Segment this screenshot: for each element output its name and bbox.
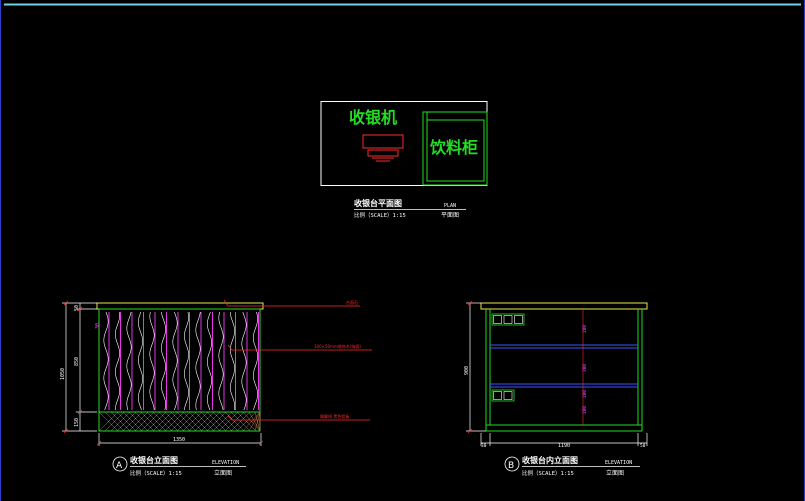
elevation-a-leaders <box>223 299 372 421</box>
note-bottom: 踢脚线 黑色铝板 <box>320 413 349 419</box>
shelf-dim-2: 300 <box>582 364 588 372</box>
wave-line <box>218 311 224 411</box>
elevation-a-title-en: ELEVATION <box>212 460 239 466</box>
elevation-b-left-dims <box>466 300 486 434</box>
plan-scale: 比例（SCALE）1:15 <box>354 211 406 219</box>
plan-view: 收银机 饮料柜 收银台平面图 PLAN 比例（SCALE）1:15 平面图 <box>320 101 488 219</box>
wave-line <box>206 311 213 411</box>
wave-line <box>172 311 178 411</box>
hatch-line <box>242 411 261 432</box>
dim-width: 1350 <box>173 437 185 443</box>
hatch-line <box>254 411 261 432</box>
hatch-line <box>248 411 261 432</box>
register-icon <box>362 134 404 162</box>
hatch-line <box>224 411 245 432</box>
hatch-line <box>206 411 227 432</box>
elevation-b-title-en: ELEVATION <box>605 460 632 466</box>
elevation-b-scale: 比例（SCALE）1:15 <box>522 469 574 477</box>
elevation-b-title: 收银台内立面图 <box>522 455 578 465</box>
wave-line <box>149 311 155 411</box>
dim-small: 30 <box>95 323 101 329</box>
hatch-line <box>104 411 125 432</box>
dim-top-height: 50 <box>74 305 80 311</box>
hatch-line <box>170 411 191 432</box>
plan-title-cn-small: 平面图 <box>441 212 459 219</box>
elevation-a-marker-circle <box>112 456 128 472</box>
elevation-a-width-dim <box>96 433 264 446</box>
wave-line <box>252 311 259 411</box>
elevation-a-wave-pattern <box>103 311 259 411</box>
hatch-line <box>200 411 221 432</box>
hatch-line <box>182 411 203 432</box>
hatch-line <box>110 411 131 432</box>
wave-line <box>137 311 143 411</box>
hatch-line <box>134 411 155 432</box>
elevation-b: 200 300 200 200 900 1190 30 50 B 收银台内立面图… <box>464 300 648 477</box>
hatch-line <box>146 411 167 432</box>
hatch-line <box>122 411 143 432</box>
hatch-line <box>158 411 179 432</box>
elevation-b-shelves <box>490 344 638 388</box>
wave-line <box>160 311 167 411</box>
hatch-line <box>230 411 251 432</box>
dim-width-b: 1190 <box>558 443 570 449</box>
elevation-b-marker: B <box>508 461 514 471</box>
dim-mid-height: 850 <box>74 357 80 366</box>
elevation-b-frame <box>485 309 643 432</box>
plan-title: 收银台平面图 <box>354 198 402 208</box>
wave-line <box>114 311 121 411</box>
note-top: 台面石 <box>346 299 358 305</box>
beverage-cabinet-plan <box>422 111 488 186</box>
elevation-a-base-hatch <box>98 411 261 432</box>
hatch-line <box>128 411 149 432</box>
hatch-line <box>152 411 173 432</box>
elevation-a-marker: A <box>116 461 123 471</box>
elevation-a-title-cn-small: 立面图 <box>214 469 232 477</box>
elevation-b-title-cn-small: 立面图 <box>606 469 624 477</box>
shelf-dim-3: 200 <box>582 390 588 398</box>
hatch-line <box>140 411 161 432</box>
note-mid: 100×50mm装饰木(饰面) <box>314 343 361 349</box>
elevation-b-width-dim <box>480 433 648 446</box>
register-label: 收银机 <box>349 108 397 127</box>
hatch-line <box>116 411 137 432</box>
shelf-dim-4: 200 <box>582 406 588 414</box>
hatch-line <box>218 411 239 432</box>
dim-right-b: 50 <box>640 443 646 449</box>
elevation-a: 1050 850 150 50 30 1350 台面石 100×50mm装饰木(… <box>60 299 372 477</box>
dim-left-b: 30 <box>481 443 487 449</box>
cabinet-label: 饮料柜 <box>429 138 478 157</box>
hatch-line <box>194 411 215 432</box>
elevation-a-title: 收银台立面图 <box>130 455 178 465</box>
elevation-b-label-boxes <box>491 313 525 402</box>
elevation-a-left-dims <box>62 300 97 434</box>
hatch-line <box>212 411 233 432</box>
wave-line <box>103 311 109 411</box>
shelf-dim-1: 200 <box>582 325 588 333</box>
dim-base-height: 150 <box>74 418 80 427</box>
elevation-b-marker-circle <box>504 456 520 472</box>
hatch-line <box>188 411 209 432</box>
wave-line <box>183 311 190 411</box>
elevation-b-countertop <box>480 302 648 310</box>
wave-line <box>126 311 132 411</box>
dim-height-b: 900 <box>464 366 470 375</box>
hatch-line <box>164 411 185 432</box>
plan-title-en: PLAN <box>444 203 456 209</box>
dim-total-height: 1050 <box>60 368 66 380</box>
hatch-line <box>236 411 257 432</box>
elevation-a-scale: 比例（SCALE）1:15 <box>130 469 182 477</box>
hatch-line <box>176 411 197 432</box>
wave-line <box>241 311 247 411</box>
wave-line <box>229 311 236 411</box>
hatch-line <box>98 411 119 432</box>
wave-line <box>195 311 201 411</box>
